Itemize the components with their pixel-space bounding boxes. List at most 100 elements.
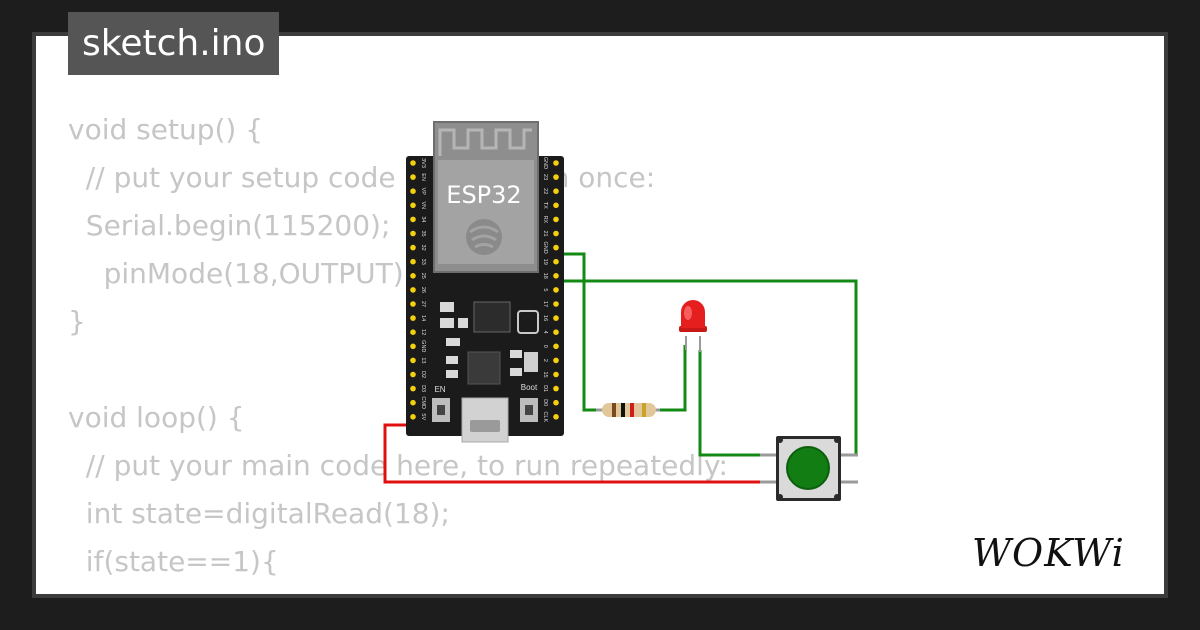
right-pin-header	[553, 160, 559, 420]
pin-label: 5V	[420, 413, 426, 420]
wire-5v-to-button[interactable]	[383, 423, 778, 484]
code-line: Serial.begin(115200);	[68, 209, 391, 242]
pin-label: 21	[542, 230, 548, 236]
pin-header-dot[interactable]	[410, 414, 416, 420]
pin-label: GND	[542, 157, 548, 169]
board-label: ESP32	[446, 181, 521, 209]
pin-header-dot[interactable]	[553, 188, 559, 194]
pin-header-dot[interactable]	[553, 174, 559, 180]
pin-label: 16	[542, 315, 548, 321]
esp32-board[interactable]: ESP32 EN Boot 3V3ENVPVN34353233252627141…	[406, 121, 564, 443]
pin-header-dot[interactable]	[553, 244, 559, 251]
code-editor[interactable]: void setup() { // put your setup code he…	[68, 106, 728, 594]
pin-label: 18	[542, 273, 548, 279]
code-line: void setup() {	[68, 113, 264, 146]
pin-label: TX	[542, 202, 548, 209]
pin-header-dot[interactable]	[410, 273, 416, 279]
pin-header-dot[interactable]	[553, 301, 559, 307]
pin-header-dot[interactable]	[553, 202, 559, 209]
pin-label: CMD	[420, 396, 426, 409]
code-line: pinMode(18,OUTPUT);	[68, 257, 414, 290]
pin-header-dot[interactable]	[553, 273, 559, 279]
pin-label: D1	[542, 385, 548, 392]
wokwi-logo: WOKWi	[972, 531, 1125, 575]
wire-led-to-button[interactable]	[698, 350, 778, 457]
pin-header-dot[interactable]	[410, 357, 416, 364]
wire-resistor-to-led[interactable]	[655, 345, 687, 412]
pin-label: CLK	[542, 411, 548, 422]
pin-label: 12	[420, 329, 426, 335]
pin-header-dot[interactable]	[553, 230, 559, 237]
pin-label: GND	[542, 241, 548, 253]
pin-header-dot[interactable]	[553, 160, 559, 166]
pin-header-dot[interactable]	[553, 371, 559, 378]
pin-label: 5	[542, 288, 548, 291]
pin-label: 34	[420, 216, 426, 222]
pin-label: VN	[420, 201, 426, 209]
espressif-logo-icon	[466, 219, 502, 255]
resistor[interactable]	[596, 403, 660, 417]
left-pin-header	[410, 160, 416, 420]
pin-header-dot[interactable]	[410, 244, 416, 251]
pin-label: EN	[420, 173, 426, 181]
code-line: if(state==1){	[68, 545, 279, 578]
pin-label: 25	[420, 273, 426, 279]
pin-header-dot[interactable]	[410, 202, 416, 209]
pin-header-dot[interactable]	[410, 188, 416, 194]
pin-label: GND	[420, 340, 426, 352]
wire-pin18-to-resistor[interactable]	[553, 252, 600, 412]
pin-header-dot[interactable]	[410, 287, 416, 293]
pin-header-dot[interactable]	[410, 301, 416, 307]
processor-chip	[467, 351, 501, 385]
pin-header-dot[interactable]	[553, 216, 559, 223]
svg-text:WOKWi: WOKWi	[972, 531, 1125, 575]
pin-header-dot[interactable]	[410, 160, 416, 166]
regulator-chip	[473, 301, 511, 333]
pin-header-dot[interactable]	[553, 329, 559, 336]
pin-header-dot[interactable]	[410, 230, 416, 237]
pin-header-dot[interactable]	[410, 315, 416, 321]
pin-label: 32	[420, 245, 426, 251]
pin-header-dot[interactable]	[553, 343, 559, 350]
file-tab[interactable]: sketch.ino	[68, 12, 280, 75]
left-pin-labels: 3V3ENVPVN343532332526271412GND13D2D3CMD5…	[420, 158, 426, 420]
pin-header-dot[interactable]	[553, 287, 559, 293]
code-line: }	[68, 305, 86, 338]
code-line: int state=digitalRead(18);	[68, 497, 450, 530]
led-red[interactable]	[679, 300, 707, 352]
pin-label: 22	[542, 188, 548, 194]
pin-label: 4	[542, 331, 548, 334]
pin-header-dot[interactable]	[553, 258, 559, 265]
pin-header-dot[interactable]	[410, 343, 416, 350]
pin-label: 3V3	[420, 158, 426, 168]
antenna-trace-icon	[438, 128, 532, 156]
pin-header-dot[interactable]	[410, 329, 416, 336]
main-canvas: void setup() { // put your setup code he…	[32, 32, 1168, 598]
pin-header-dot[interactable]	[410, 258, 416, 265]
pin-header-dot[interactable]	[553, 315, 559, 321]
pin-header-dot[interactable]	[410, 385, 416, 392]
pin-label: D3	[420, 385, 426, 392]
pin-header-dot[interactable]	[553, 399, 559, 406]
pin-label: D0	[542, 399, 548, 406]
pin-label: 13	[420, 357, 426, 363]
pin-header-dot[interactable]	[410, 371, 416, 378]
pin-label: 35	[420, 230, 426, 236]
pin-label: 2	[542, 359, 548, 362]
en-button-label: EN	[434, 385, 445, 394]
pin-label: 15	[542, 371, 548, 377]
wire-pin19-to-button[interactable]	[553, 279, 858, 455]
pin-label: VP	[420, 188, 426, 196]
pin-header-dot[interactable]	[553, 414, 559, 420]
pin-header-dot[interactable]	[410, 399, 416, 406]
pin-header-dot[interactable]	[553, 357, 559, 364]
pushbutton-cap[interactable]	[786, 446, 830, 490]
pin-label: 14	[420, 315, 426, 321]
pin-label: RX	[542, 216, 548, 224]
pin-header-dot[interactable]	[553, 385, 559, 392]
pin-header-dot[interactable]	[410, 174, 416, 180]
pin-label: 17	[542, 301, 548, 307]
pushbutton[interactable]	[760, 436, 858, 501]
pin-header-dot[interactable]	[410, 216, 416, 223]
